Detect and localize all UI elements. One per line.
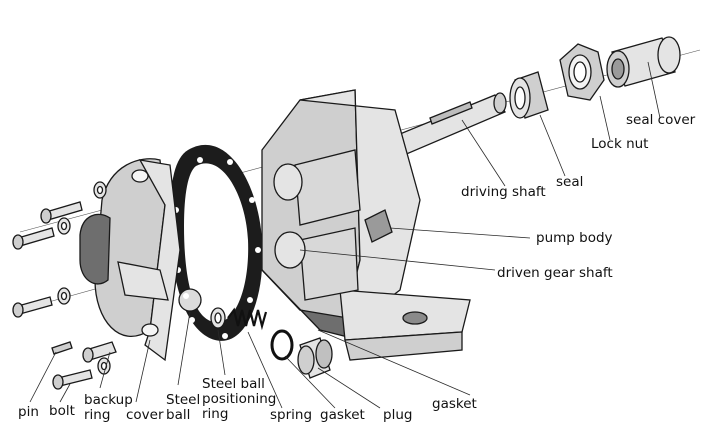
label-seal: seal	[556, 174, 584, 190]
label-driving-shaft: driving shaft	[461, 184, 546, 200]
steel-ball	[178, 288, 202, 312]
pin-part	[51, 341, 73, 355]
label-gasket-bottom: gasket	[320, 407, 365, 423]
o-ring-gasket	[270, 329, 294, 361]
plug	[297, 337, 333, 379]
backup-ring-part	[82, 341, 117, 363]
washer-2	[57, 217, 71, 235]
label-plug: plug	[383, 407, 413, 423]
label-steel-ball-line2: ball	[166, 407, 191, 423]
seal-cover	[606, 36, 681, 88]
bolt-3	[12, 296, 53, 318]
label-steel-ball-positioning-ring-line1: Steel ball	[202, 376, 265, 392]
washer-1	[93, 181, 107, 199]
washer-4	[97, 357, 111, 375]
label-steel-ball-positioning-ring-line2: positioning	[202, 391, 277, 407]
label-spring: spring	[270, 407, 313, 423]
label-driven-gear-shaft: driven gear shaft	[497, 265, 613, 281]
label-pump-body: pump body	[536, 230, 613, 246]
washer-3	[57, 287, 71, 305]
bolt-1	[40, 201, 83, 224]
cover	[79, 158, 181, 362]
label-backup-ring-line2: ring	[84, 407, 111, 423]
lock-nut	[559, 43, 605, 101]
spring	[227, 307, 268, 331]
pump-body	[261, 89, 471, 361]
label-steel-ball: Steel ball	[166, 393, 200, 423]
bolt-2	[12, 227, 55, 250]
steel-ball-positioning-ring	[210, 307, 226, 329]
label-gasket-right: gasket	[432, 396, 477, 412]
seal	[509, 71, 549, 119]
label-seal-cover: seal cover	[626, 112, 696, 128]
label-bolt: bolt	[49, 403, 75, 419]
label-backup-ring: backup ring	[84, 393, 133, 423]
label-backup-ring-line1: backup	[84, 392, 133, 408]
label-steel-ball-line1: Steel	[166, 392, 201, 408]
label-cover: cover	[126, 407, 164, 423]
bolts-and-washers	[12, 181, 117, 390]
leader-lines	[29, 61, 661, 409]
label-lock-nut: Lock nut	[591, 136, 649, 152]
label-pin: pin	[18, 404, 39, 420]
label-steel-ball-positioning-ring-line3: ring	[202, 406, 229, 422]
label-steel-ball-positioning-ring: Steel ball positioning ring	[202, 377, 276, 422]
bolt-4	[52, 369, 93, 390]
